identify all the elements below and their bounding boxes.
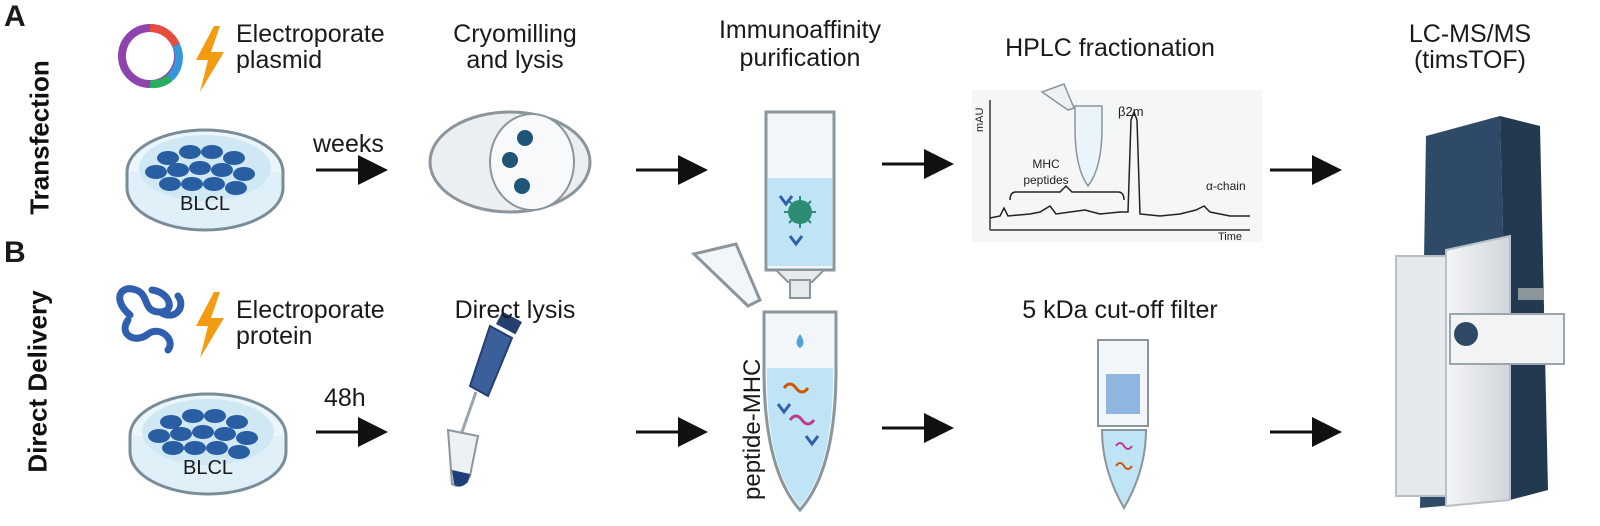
protein-icon	[116, 285, 185, 354]
row-label-direct-delivery: Direct Delivery	[22, 290, 53, 473]
duration-48h: 48h	[324, 384, 366, 412]
plasmid-icon	[118, 23, 183, 89]
filter-tube-icon	[1097, 339, 1149, 510]
eppendorf-tube-icon	[690, 242, 838, 513]
panel-label-b: B	[4, 236, 26, 269]
chart-x-label: Time	[1218, 231, 1242, 243]
mhc-peptides-label-1: MHC	[1032, 157, 1060, 171]
affinity-column-icon	[764, 110, 836, 299]
step-cryomilling-1: Cryomilling	[453, 20, 577, 48]
chart-y-label: mAU	[974, 108, 986, 133]
step-immunoaffinity-2: purification	[739, 44, 861, 72]
step-electroporate-plasmid-2: plasmid	[236, 46, 323, 74]
step-electroporate-protein-1: Electroporate	[236, 296, 385, 324]
mhc-peptides-label-2: peptides	[1023, 173, 1068, 187]
lightning-bolt-icon	[196, 26, 224, 92]
dish-label-top: BLCL	[180, 193, 230, 215]
cryomill-capsule-icon	[428, 110, 592, 214]
duration-weeks: weeks	[313, 130, 384, 158]
b2m-label: β2m	[1118, 104, 1144, 119]
step-lcms-2: (timsTOF)	[1413, 46, 1526, 74]
step-immunoaffinity-1: Immunoaffinity	[718, 16, 882, 44]
row-label-transfection: Transfection	[24, 60, 55, 215]
step-cryomilling-2: and lysis	[466, 46, 564, 74]
step-lcms-1: LC-MS/MS	[1408, 20, 1532, 48]
step-electroporate-plasmid-1: Electroporate	[236, 20, 385, 48]
flow-arrows	[316, 149, 1342, 447]
dish-label-bottom: BLCL	[183, 457, 233, 479]
alpha-chain-label: α-chain	[1206, 179, 1246, 193]
petri-dish-icon	[125, 128, 285, 232]
lightning-bolt-icon	[196, 292, 224, 358]
pipette-icon	[446, 311, 522, 487]
hplc-chromatogram	[972, 83, 1262, 242]
step-direct-lysis: Direct lysis	[454, 296, 576, 324]
petri-dish-icon	[128, 392, 288, 496]
step-electroporate-protein-2: protein	[236, 322, 313, 350]
step-filter: 5 kDa cut-off filter	[1022, 296, 1218, 324]
panel-label-a: A	[4, 0, 26, 33]
step-hplc: HPLC fractionation	[1005, 34, 1215, 62]
peptide-mhc-label: peptide-MHC	[739, 359, 766, 500]
chromatogram-trace	[989, 109, 1250, 219]
mass-spectrometer-icon	[1395, 116, 1565, 508]
